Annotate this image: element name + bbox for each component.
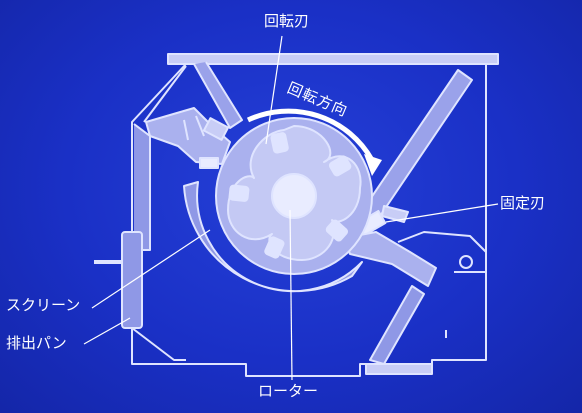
leader-rotating-blade: [265, 35, 283, 145]
rotating-blade: [228, 184, 250, 202]
leader-rotor: [289, 209, 293, 381]
label-rotating-blade: 回転刃: [264, 12, 310, 30]
leader-screen: [91, 229, 211, 309]
fixed-blade-holder: [343, 231, 437, 287]
leader-fixed-blade: [385, 203, 499, 223]
discharge-pan: [121, 231, 143, 329]
label-fixed-blade: 固定刃: [500, 194, 546, 212]
rotating-blade: [270, 132, 289, 154]
rotating-blade: [328, 155, 352, 177]
screen: [183, 181, 363, 293]
rotation-arrow: [246, 108, 375, 162]
rotor-hub: [271, 173, 317, 219]
label-discharge-pan: 排出パン: [6, 334, 67, 352]
right-chute: [369, 285, 425, 365]
label-rotor: ローター: [258, 382, 319, 400]
rotor: [215, 117, 373, 275]
label-screen: スクリーン: [6, 296, 81, 314]
bottom-plate: [365, 363, 433, 375]
right-inclined-plate: [359, 69, 473, 223]
rotation-arrowhead: [364, 154, 382, 176]
rotating-blade: [325, 219, 349, 242]
rotating-blade: [264, 236, 285, 259]
left-guide: [193, 61, 243, 129]
top-flange: [167, 53, 499, 65]
leader-discharge-pan: [83, 317, 131, 345]
